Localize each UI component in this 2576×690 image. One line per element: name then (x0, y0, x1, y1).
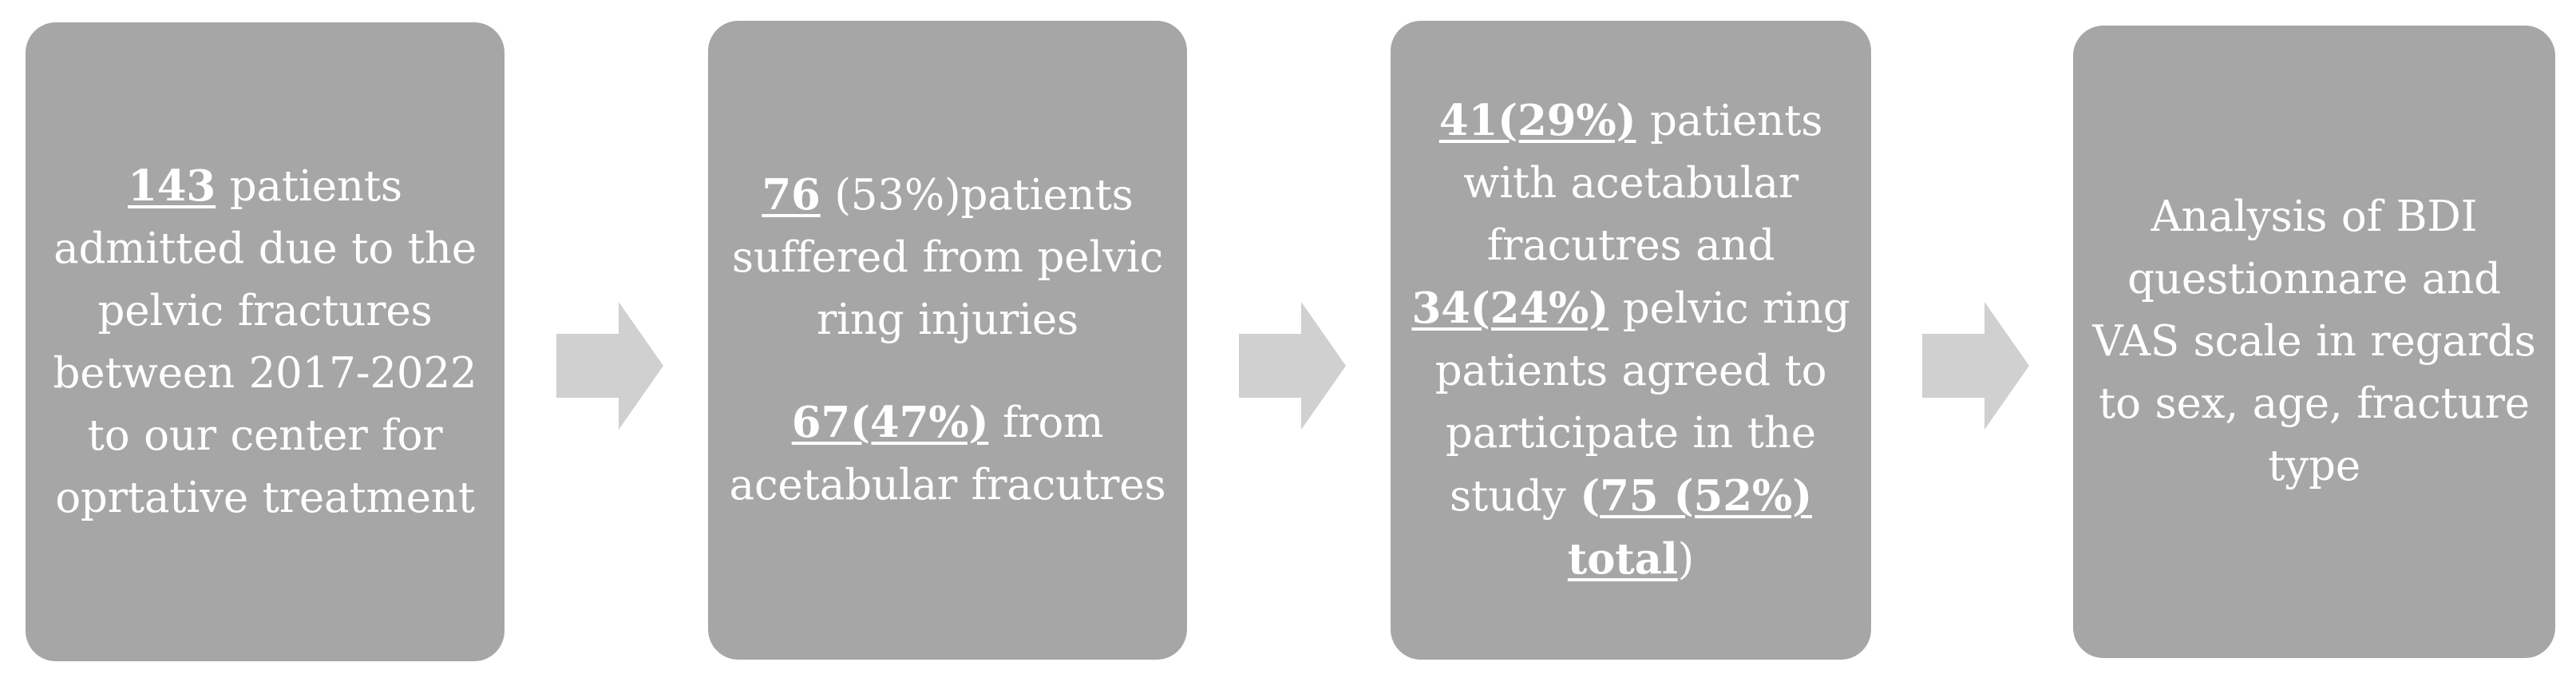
flow-node-2-paragraph-2: 67(47%) from acetabular fracutres (719, 391, 1176, 517)
flow-node-1-run-2: patients admitted due to the pelvic frac… (53, 161, 477, 522)
stat-acetabular-participants: 41(29%) (1438, 96, 1636, 145)
flow-node-2-p1-run-2: (53%)patients suffered from pelvic ring … (731, 171, 1164, 344)
flow-node-2-paragraph-1: 76 (53%)patients suffered from pelvic ri… (719, 164, 1176, 351)
stat-pelvic-ring-participants: 34(24%) (1411, 284, 1609, 333)
flow-node-4[interactable]: Analysis of BDI questionnare and VAS sca… (2073, 26, 2555, 658)
flow-node-3-run-2: patients with acetabular fracutres and (1462, 97, 1823, 270)
flow-node-3-paragraph-1: 41(29%) patients with acetabular fracutr… (1402, 89, 1860, 591)
flow-node-3-run-4: pelvic ring patients agreed to participa… (1434, 284, 1850, 521)
flow-node-2-text: 76 (53%)patients suffered from pelvic ri… (719, 164, 1176, 517)
right-block-arrow-icon-2 (1239, 302, 1346, 430)
flow-node-2-p2-run-2: from acetabular fracutres (729, 399, 1166, 510)
stat-total-admitted: 143 (128, 161, 216, 211)
flow-node-3[interactable]: 41(29%) patients with acetabular fracutr… (1391, 21, 1871, 660)
flow-node-3-open-paren: ( (1580, 471, 1601, 521)
flow-node-1[interactable]: 143 patients admitted due to the pelvic … (26, 22, 505, 661)
right-block-arrow-icon-1 (556, 302, 663, 430)
flow-node-1-text: 143 patients admitted due to the pelvic … (37, 155, 493, 529)
flow-node-2[interactable]: 76 (53%)patients suffered from pelvic ri… (708, 21, 1187, 660)
flow-node-4-paragraph-1: Analysis of BDI questionnare and VAS sca… (2092, 192, 2536, 490)
stat-acetabular-count: 67(47%) (791, 398, 989, 447)
right-block-arrow-icon-3 (1922, 302, 2029, 430)
flow-node-1-paragraph-1: 143 patients admitted due to the pelvic … (37, 155, 493, 529)
flow-node-3-close-paren: ) (1677, 535, 1695, 584)
flow-node-3-text: 41(29%) patients with acetabular fracutr… (1402, 89, 1860, 591)
stat-total-participants: 75 (52%) total (1567, 471, 1812, 584)
stat-pelvic-ring-count: 76 (762, 170, 821, 220)
flow-node-4-text: Analysis of BDI questionnare and VAS sca… (2084, 186, 2544, 498)
